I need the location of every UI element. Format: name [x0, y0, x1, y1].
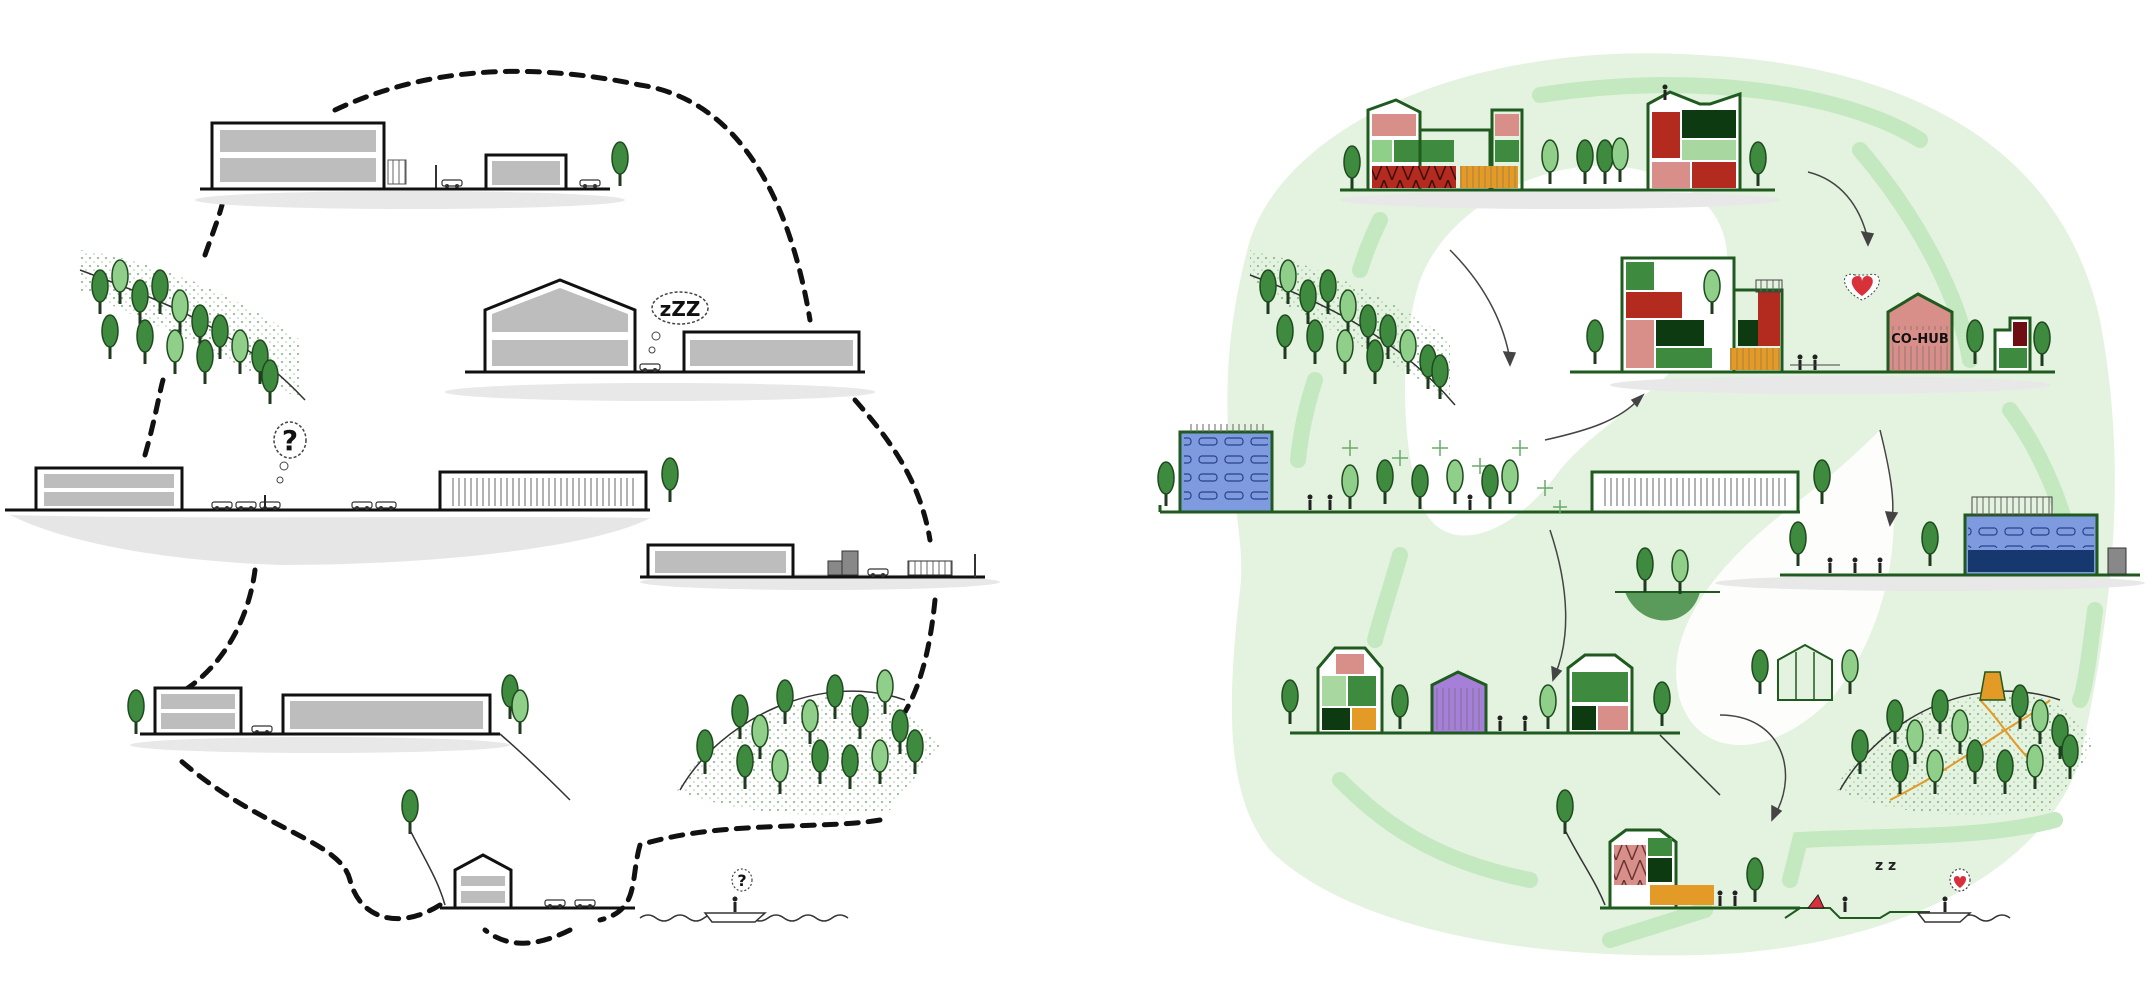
boat-question-text: ? — [737, 871, 746, 890]
right-scene-port — [1715, 496, 2145, 591]
heart-icon — [1851, 276, 1873, 296]
right-scene-top — [1340, 84, 1780, 209]
right-forest-slope — [1249, 250, 1456, 406]
right-panel: CO-HUB — [1157, 53, 2145, 956]
left-scene-top — [195, 121, 629, 209]
left-scene-city: ? — [5, 421, 679, 565]
left-scene-lower — [127, 674, 571, 801]
right-pond — [1615, 547, 1720, 621]
left-forest-hill — [675, 669, 940, 815]
right-scene-cohub: CO-HUB — [1570, 256, 2055, 394]
connection-arrows — [1449, 171, 1899, 822]
left-forest-slope — [79, 250, 306, 405]
speech-bubble — [651, 291, 709, 325]
left-scene-port — [640, 543, 1000, 590]
question-bubble-text: ? — [282, 424, 298, 457]
right-scene-lower — [1281, 646, 1721, 796]
sleep-bubble-text: zZZ — [660, 297, 701, 321]
left-panel: zZZ ? — [5, 68, 1000, 946]
sleep-marks: z z — [1875, 858, 1896, 874]
left-scene-waterfront: ? — [401, 789, 849, 923]
right-greenhouse — [1751, 643, 1859, 701]
right-scene-waterfront: z z — [1556, 789, 2011, 923]
right-scene-middle — [1157, 424, 1831, 514]
question-bubble — [273, 421, 307, 459]
heart-icon-small — [1953, 876, 1967, 888]
left-scene-sleep: zZZ — [445, 278, 875, 401]
right-forest-hill — [1835, 671, 2095, 815]
cohub-sign-board — [1893, 330, 1947, 346]
dashed-loop-path — [142, 68, 938, 946]
cohub-sign: CO-HUB — [1891, 332, 1949, 347]
ring-path — [1290, 77, 2103, 948]
